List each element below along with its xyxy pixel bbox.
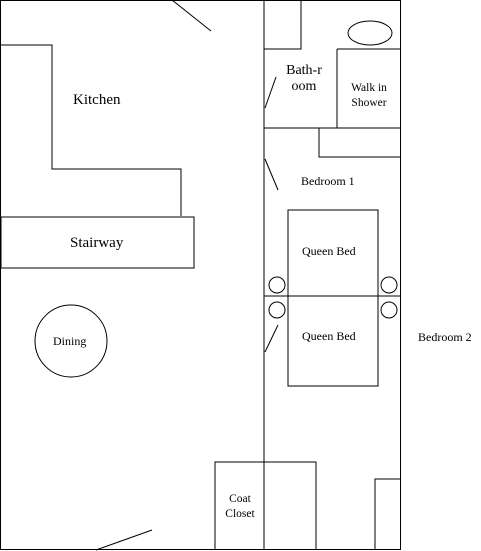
bottom-door-swing bbox=[95, 529, 153, 551]
coat-closet-label: Coat Closet bbox=[219, 492, 261, 522]
nightstand-icon bbox=[268, 301, 286, 319]
nightstand-icon bbox=[268, 276, 286, 294]
queen-bed-1-label: Queen Bed bbox=[302, 244, 356, 258]
bedroom1-door-swing bbox=[264, 158, 279, 191]
bathroom-door-swing bbox=[264, 76, 277, 109]
bathroom-label-line2: oom bbox=[291, 79, 317, 94]
queen-bed-2-label: Queen Bed bbox=[302, 329, 356, 343]
kitchen-label: Kitchen bbox=[73, 92, 121, 108]
bottom-right-closet bbox=[374, 478, 400, 550]
bathroom-wall bbox=[264, 0, 302, 50]
dining-label: Dining bbox=[53, 334, 87, 348]
nightstand-icon bbox=[380, 301, 398, 319]
bathroom-label: Bath-r oom bbox=[281, 63, 327, 95]
kitchen-counter bbox=[1, 44, 182, 216]
entry-door-swing bbox=[171, 0, 212, 32]
coat-closet-label-line1: Coat bbox=[229, 493, 251, 505]
shower-label-line1: Walk in bbox=[351, 82, 387, 94]
bathroom-label-line1: Bath-r bbox=[286, 63, 322, 78]
bedroom1-label: Bedroom 1 bbox=[301, 174, 355, 188]
walk-in-shower-label: Walk in Shower bbox=[342, 81, 396, 111]
queen-bed-2 bbox=[287, 295, 379, 387]
coat-closet bbox=[214, 461, 317, 550]
nightstand-icon bbox=[380, 276, 398, 294]
bedroom1-closet bbox=[318, 128, 400, 158]
shower-label-line2: Shower bbox=[351, 97, 387, 109]
bedroom2-label: Bedroom 2 bbox=[418, 330, 472, 344]
stairway bbox=[0, 216, 195, 269]
bedroom2-door-swing bbox=[264, 324, 279, 353]
coat-closet-label-line2: Closet bbox=[225, 508, 255, 520]
bathroom-sink bbox=[347, 20, 393, 46]
outer-wall bbox=[0, 0, 401, 550]
dining-table bbox=[34, 304, 108, 378]
stairway-label: Stairway bbox=[70, 235, 124, 251]
